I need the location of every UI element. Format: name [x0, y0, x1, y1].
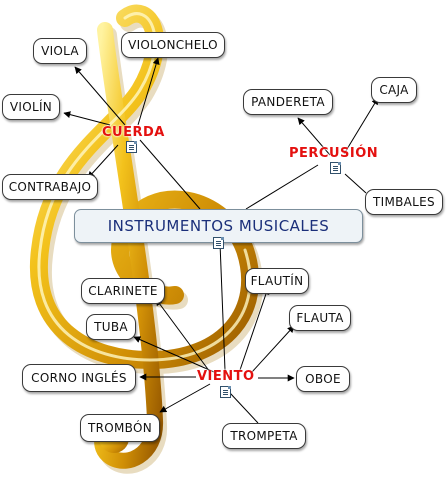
node-violin[interactable]: VIOLÍN — [2, 94, 60, 120]
node-flautin[interactable]: FLAUTÍN — [245, 268, 309, 294]
group-label-cuerda: CUERDA — [102, 125, 165, 140]
group-label-viento: VIENTO — [197, 369, 255, 384]
cuerda-document-icon[interactable] — [126, 141, 137, 153]
node-contrabajo[interactable]: CONTRABAJO — [2, 174, 98, 200]
node-caja[interactable]: CAJA — [371, 77, 417, 103]
node-viola[interactable]: VIOLA — [33, 38, 87, 64]
group-label-percusion: PERCUSIÓN — [289, 146, 379, 161]
connector-lines — [63, 57, 379, 424]
node-timbales[interactable]: TIMBALES — [365, 189, 443, 215]
viento-document-icon[interactable] — [220, 386, 231, 398]
node-pandereta[interactable]: PANDERETA — [243, 89, 333, 115]
node-violonchelo[interactable]: VIOLONCHELO — [121, 32, 225, 58]
node-corno-ingles[interactable]: CORNO INGLÉS — [22, 364, 136, 392]
node-trompeta[interactable]: TROMPETA — [222, 423, 306, 449]
node-flauta[interactable]: FLAUTA — [289, 305, 351, 331]
node-clarinete[interactable]: CLARINETE — [81, 278, 165, 304]
node-oboe[interactable]: OBOE — [296, 366, 350, 392]
node-tuba[interactable]: TUBA — [86, 314, 136, 340]
percusion-document-icon[interactable] — [330, 162, 341, 174]
node-trombon[interactable]: TROMBÓN — [80, 414, 160, 442]
center-document-icon[interactable] — [213, 237, 224, 249]
